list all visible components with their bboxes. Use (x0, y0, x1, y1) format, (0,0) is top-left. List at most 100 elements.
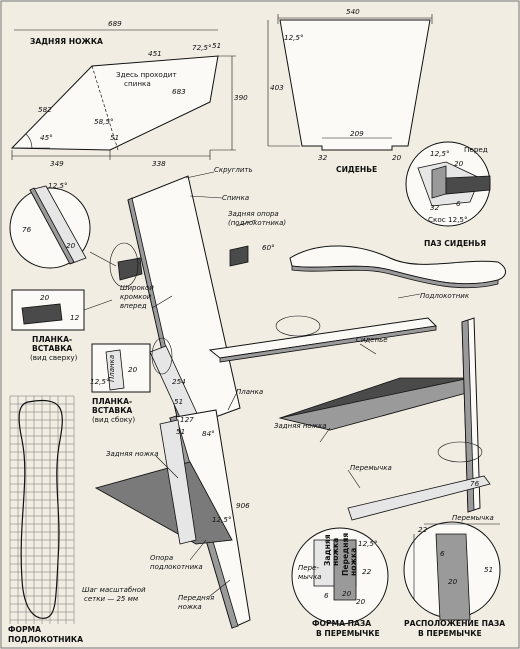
plank-side-detail: Планка 12,5° 20 ПЛАНКА- ВСТАВКА (вид сбо… (90, 343, 151, 424)
label-rear-leg-left: Задняя ножка (106, 450, 159, 458)
angle-60: 60° (262, 243, 275, 252)
pos-dim-22: 22 (418, 525, 428, 534)
groove-shape-angle: 12,5° (358, 539, 378, 548)
dim-254: 254 (172, 377, 186, 386)
label-rear-leg-right: Задняя ножка (274, 422, 327, 430)
groove-shape-dim-20: 20 (342, 589, 352, 598)
label-armrest-support-2: подлокотника (150, 563, 203, 571)
angle-12-5: 12,5° (212, 515, 232, 524)
pos-dim-6: 6 (440, 549, 445, 558)
groove-angle: 12,5° (430, 149, 450, 158)
groove-shape-dim-20b: 20 (356, 597, 366, 606)
plank-top-title-1: ПЛАНКА- (32, 335, 72, 344)
seat-title: СИДЕНЬЕ (336, 165, 377, 174)
dim-51b: 51 (176, 427, 185, 436)
groove-front-leg-1: Передняя (341, 533, 350, 576)
armrest-outline (18, 400, 63, 619)
groove-title: ПАЗ СИДЕНЬЯ (424, 239, 486, 248)
grid-note-1: Шаг масштабной (82, 586, 146, 594)
groove-front: Перед (464, 145, 488, 154)
assembly-view: Скруглить Спинка Задняя опора (подлокотн… (94, 166, 506, 629)
groove-shape-title-1: ФОРМА ПАЗА (312, 619, 371, 628)
groove-dim-20: 20 (454, 159, 464, 168)
seat-dim-540: 540 (346, 7, 360, 16)
seat-outline (279, 19, 431, 151)
dim-127: 127 (180, 415, 194, 424)
pos-dim-51: 51 (484, 565, 493, 574)
angle-58-5: 58,5° (94, 117, 114, 126)
plank-top-dim-20: 20 (40, 293, 50, 302)
groove-dim-32: 32 (430, 203, 440, 212)
wide-edge-3: вперед (120, 302, 147, 310)
dim-390: 390 (234, 93, 248, 102)
label-armrest-support-1: Опора (150, 554, 173, 562)
plank-side-title-2: ВСТАВКА (92, 406, 132, 415)
angle-84: 84° (202, 429, 215, 438)
pos-title-1: РАСПОЛОЖЕНИЕ ПАЗА (404, 619, 505, 628)
grid-note-2: сетки — 25 мм (84, 595, 139, 603)
dim-582: 582 (38, 105, 52, 114)
note-line-2: спинка (124, 79, 151, 88)
seat-diagram: 540 12,5° 403 209 32 20 СИДЕНЬЕ (267, 7, 433, 174)
armrest-title-2: ПОДЛОКОТНИКА (8, 635, 83, 644)
crossbar (347, 475, 491, 521)
groove-shape-dim-22: 22 (362, 567, 372, 576)
groove-front-leg-2: ножка (349, 548, 358, 576)
left-dim-76: 76 (22, 225, 32, 234)
label-crossbar: Перемычка (350, 464, 392, 472)
label-plank: Планка (236, 388, 263, 396)
groove-crossbar-2: мычка (298, 573, 321, 581)
label-front-leg-2: ножка (178, 603, 202, 611)
pos-crossbar: Перемычка (452, 514, 494, 522)
plank-side-title-1: ПЛАНКА- (92, 397, 132, 406)
dim-349: 349 (50, 159, 64, 168)
rear-leg-title: ЗАДНЯЯ НОЖКА (30, 37, 103, 46)
seat-dim-32: 32 (318, 153, 328, 162)
plank-side-title-3: (вид сбоку) (92, 415, 135, 424)
seat-dim-20: 20 (392, 153, 402, 162)
seat-angle: 12,5° (284, 33, 304, 42)
pos-title-2: В ПЕРЕМЫЧКЕ (418, 629, 482, 638)
rear-leg-outline (10, 55, 219, 151)
dim-76: 76 (470, 479, 480, 488)
groove-bevel: Скос 12,5° (428, 215, 468, 224)
pos-dim-20: 20 (448, 577, 458, 586)
plank-top-title-2: ВСТАВКА (32, 344, 72, 353)
armrest-panel (289, 245, 506, 285)
plank-side-dim-20: 20 (128, 365, 138, 374)
armrest-title-1: ФОРМА (8, 625, 41, 634)
dim-51-top: 51 (212, 41, 221, 50)
dim-451: 451 (148, 49, 162, 58)
plank-side-angle: 12,5° (90, 377, 110, 386)
left-angle: 12,5° (48, 181, 68, 190)
angle-72-5: 72,5° (192, 43, 212, 52)
label-round: Скруглить (214, 166, 253, 174)
grid-lines (9, 395, 75, 624)
seat-dim-403: 403 (270, 83, 284, 92)
groove-shape-title-2: В ПЕРЕМЫЧКЕ (316, 629, 380, 638)
dim-689: 689 (108, 19, 122, 28)
note-line-1: Здесь проходит (116, 70, 177, 79)
plank-top-dim-12: 12 (70, 313, 80, 322)
seat-dim-209: 209 (350, 129, 364, 138)
plank-side-word: Планка (108, 355, 116, 382)
dim-51-bottom: 51 (110, 133, 119, 142)
armrest-shape-grid: Шаг масштабной сетки — 25 мм ФОРМА ПОДЛО… (8, 395, 146, 644)
groove-position-detail: Перемычка 22 51 6 20 РАСПОЛОЖЕНИЕ ПАЗА В… (403, 514, 505, 638)
groove-shape-dim-6: 6 (324, 591, 329, 600)
wide-edge-1: Широкой (120, 284, 154, 292)
seat-groove-detail: 12,5° Перед 20 32 6 Скос 12,5° ПАЗ СИДЕН… (405, 141, 491, 248)
groove-rear-leg-1: Задняя (323, 534, 332, 566)
label-seat: Сиденье (356, 336, 388, 344)
groove-shape-detail: Задняя ножка Передняя ножка Пере- мычка … (291, 527, 389, 638)
label-armrest: Подлокотник (420, 292, 470, 300)
label-back-support-1: Задняя опора (228, 210, 279, 218)
rear-leg-diagram: 689 ЗАДНЯЯ НОЖКА 451 72,5° 51 Здесь прох… (10, 19, 248, 168)
groove-dim-6: 6 (456, 199, 461, 208)
left-dim-20: 20 (66, 241, 76, 250)
dim-338: 338 (152, 159, 166, 168)
dim-683: 683 (172, 87, 186, 96)
label-back-support-2: (подлокотника) (228, 219, 286, 227)
groove-rear-leg-2: ножка (331, 538, 340, 566)
